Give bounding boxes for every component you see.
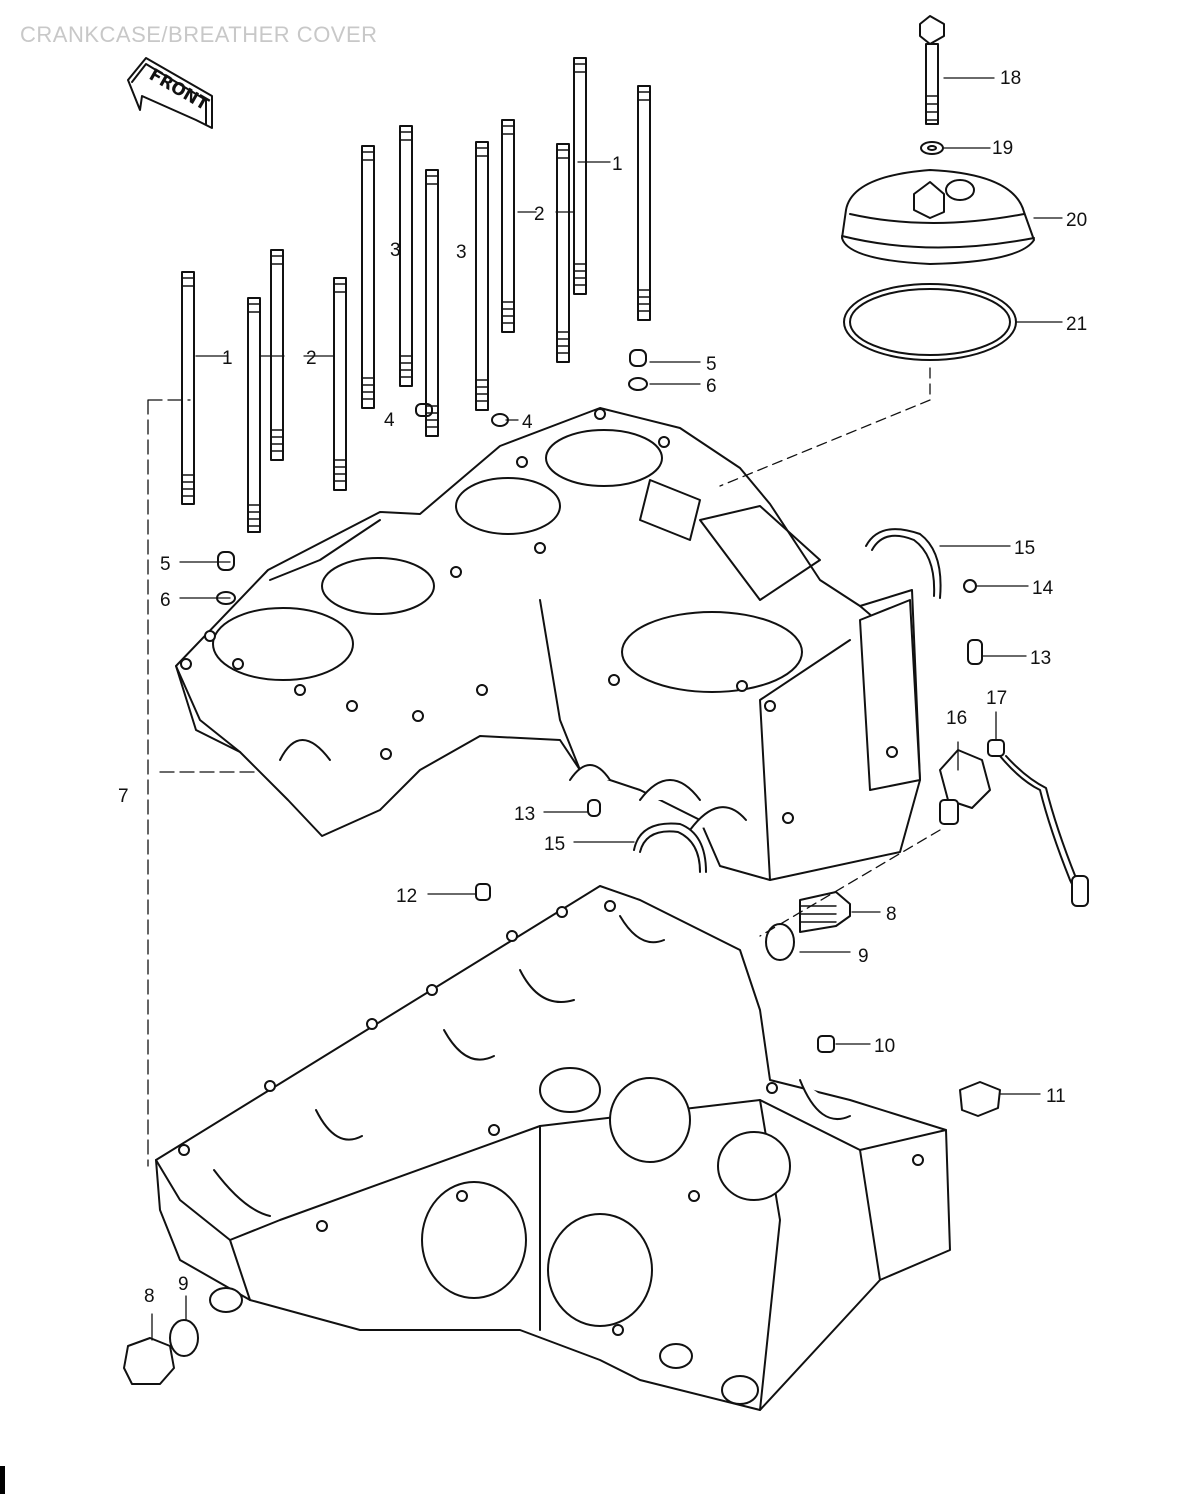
- crankcase-studs: [181, 57, 651, 533]
- callout-9: 9: [178, 1274, 189, 1295]
- callout-16: 16: [946, 708, 967, 729]
- callout-8: 8: [144, 1286, 155, 1307]
- page-edge-mark: [0, 1466, 5, 1494]
- upper-crankcase: [175, 407, 921, 881]
- callout-17: 17: [986, 688, 1007, 709]
- front-arrow-icon: [127, 57, 213, 129]
- callout-11: 11: [1046, 1086, 1066, 1107]
- callout-8: 8: [886, 904, 897, 925]
- callout-15: 15: [544, 834, 565, 855]
- callout-2: 2: [534, 204, 545, 225]
- callout-4: 4: [522, 412, 533, 433]
- lower-crankcase: [155, 885, 951, 1411]
- callout-15: 15: [1014, 538, 1035, 559]
- callout-5: 5: [160, 554, 171, 575]
- leader-lines: [147, 77, 1063, 1341]
- callout-10: 10: [874, 1036, 895, 1057]
- callout-1: 1: [612, 154, 623, 175]
- callout-6: 6: [160, 590, 171, 611]
- callout-3: 3: [390, 240, 401, 261]
- callout-2: 2: [306, 348, 317, 369]
- callout-labels: 1 1 2 2 3 3 4 4 5 5 6 6 7 8 8 9 9 10 11 …: [118, 68, 1087, 1307]
- callout-20: 20: [1066, 210, 1087, 231]
- callout-13: 13: [514, 804, 535, 825]
- diagram-title: CRANKCASE/BREATHER COVER: [20, 22, 378, 47]
- callout-6: 6: [706, 376, 717, 397]
- callout-5: 5: [706, 354, 717, 375]
- callout-4: 4: [384, 410, 395, 431]
- callout-14: 14: [1032, 578, 1054, 599]
- callout-7: 7: [118, 786, 129, 807]
- callout-18: 18: [1000, 68, 1021, 89]
- callout-9: 9: [858, 946, 869, 967]
- callout-12: 12: [396, 886, 417, 907]
- callout-21: 21: [1066, 314, 1087, 335]
- callout-3: 3: [456, 242, 467, 263]
- breather-cover-assembly: [841, 15, 1035, 361]
- callout-1: 1: [222, 348, 233, 369]
- callout-13: 13: [1030, 648, 1051, 669]
- loose-parts: [123, 528, 1089, 1385]
- callout-19: 19: [992, 138, 1013, 159]
